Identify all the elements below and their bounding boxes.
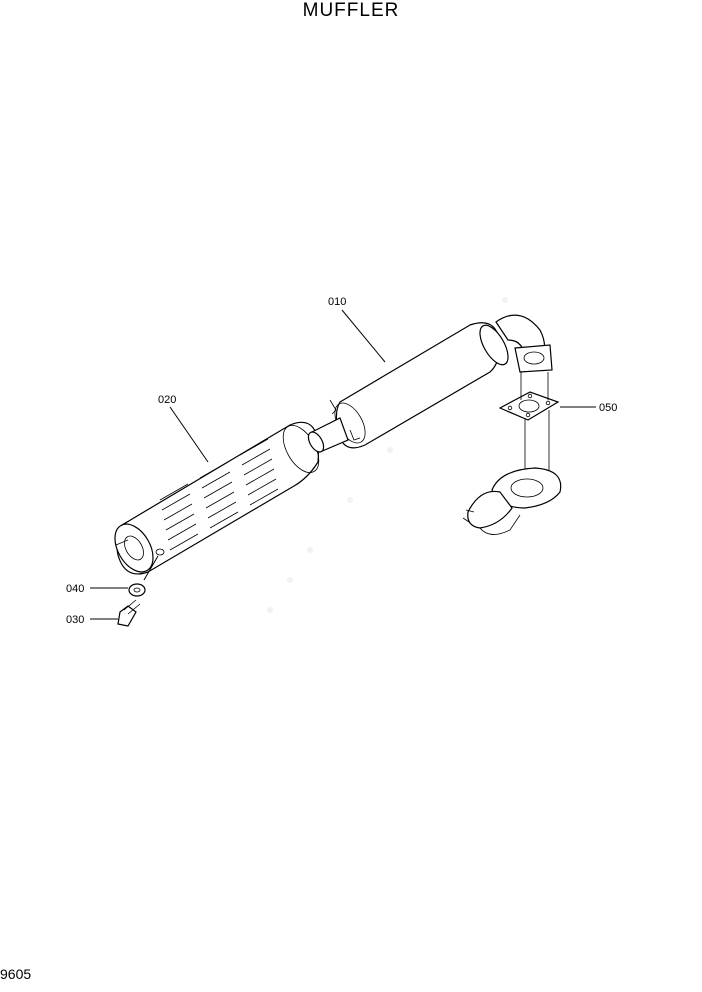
callout-050: 050: [599, 402, 617, 414]
part-030-bolt: [117, 599, 141, 627]
exhaust-manifold: [462, 467, 562, 535]
part-020-protector-cylinder: [114, 421, 320, 575]
callout-040: 040: [66, 583, 84, 595]
callout-030: 030: [66, 614, 84, 626]
part-010-muffler-body: [307, 314, 553, 453]
part-040-washer: [128, 583, 146, 597]
page-title: MUFFLER: [302, 0, 400, 21]
leader-lines: [90, 309, 596, 620]
callout-020: 020: [158, 394, 176, 406]
page-number: 9605: [0, 966, 32, 982]
callout-010: 010: [328, 296, 346, 308]
part-050-gasket: [498, 372, 560, 470]
